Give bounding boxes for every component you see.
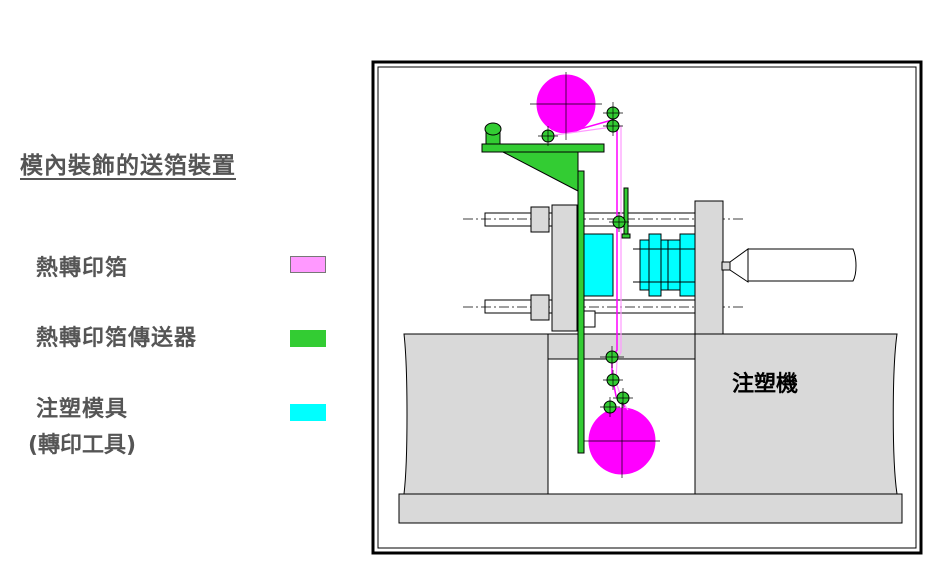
legend-label-transfer: 熱轉印箔傳送器 [36,326,198,351]
machine-body-left [403,333,549,495]
machine-label: 注塑機 [732,371,798,397]
injection-nozzle [721,261,731,271]
tie-nut-top [530,206,550,233]
mold-cavity-plate-2 [679,233,696,297]
machine-base [398,493,903,524]
legend-label-foil: 熱轉印箔 [36,256,129,281]
legend-swatch-transfer [290,330,326,347]
mold-bar-2 [667,239,681,291]
tie-nut-bottom [530,294,550,321]
transfer-guide [623,187,629,237]
moving-platen [551,204,578,332]
legend-sublabel-mold: (轉印工具) [28,433,137,458]
title: 模內裝飾的送箔裝置 [20,153,236,179]
machine-body-right [694,333,898,495]
legend-swatch-foil [290,256,326,273]
transfer-guide-foot [621,233,631,239]
injection-barrel [747,248,857,282]
transfer-vertical-bar [577,170,585,454]
transfer-knob [484,122,502,136]
tie-bar-top [484,212,696,227]
fixed-platen [694,200,724,335]
mold-core [581,233,614,297]
crosshairs [530,72,660,478]
legend-swatch-mold [290,404,326,421]
mold-bar-1 [648,233,662,297]
frame-inner [377,66,917,549]
transfer-top-plate [481,143,605,153]
injection-cone [729,248,749,283]
legend-label-mold: 注塑模具 [36,397,129,422]
